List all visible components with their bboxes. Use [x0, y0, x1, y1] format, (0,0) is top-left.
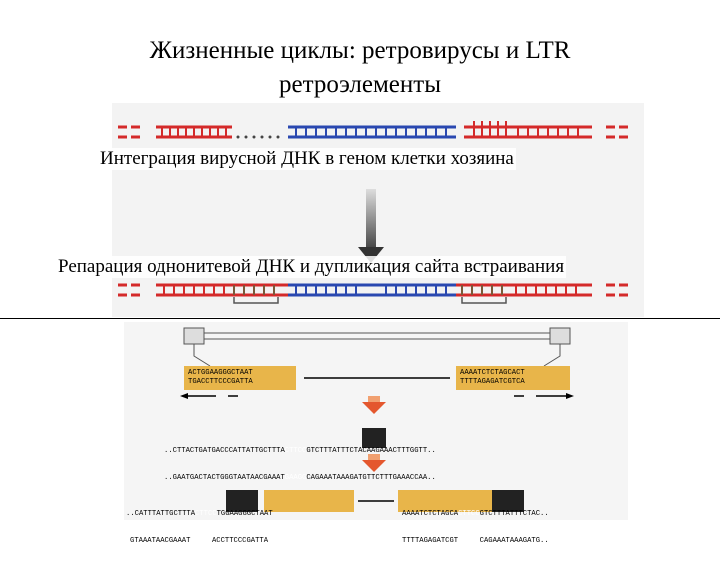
direction-arrows — [180, 377, 574, 399]
target-site-box — [362, 428, 386, 448]
final-site-right-box — [492, 490, 524, 512]
nick-dots-left — [236, 135, 280, 139]
host-dna-left-bottom — [118, 283, 288, 297]
final-ltr-left-box — [264, 490, 354, 512]
orange-arrow-1 — [362, 396, 386, 414]
viral-dna-bottom — [288, 283, 456, 297]
host-dna-left-top — [118, 125, 232, 139]
label-integration: Интеграция вирусной ДНК в геном клетки х… — [98, 148, 516, 170]
dna-bottom — [118, 283, 632, 304]
ltr-right-box — [456, 366, 570, 390]
title-line-1: Жизненные циклы: ретровирусы и LTR — [149, 37, 571, 64]
ltr-left-box — [184, 366, 296, 390]
slide-title: Жизненные циклы: ретровирусы и LTR ретро… — [60, 34, 660, 102]
final-site-left-box — [226, 490, 258, 512]
title-line-2: ретроэлементы — [279, 71, 441, 98]
host-dna-right-bottom — [456, 283, 632, 297]
down-arrow — [358, 189, 384, 263]
dna-top — [118, 121, 632, 139]
viral-ladder-top — [295, 127, 447, 137]
final-right-seq: AAAATCTCTAGCACTTCCGTCTTTATTTCTAC.. TTTTA… — [402, 510, 549, 545]
host-ladder-right-top — [473, 121, 579, 137]
final-left-seq: ..CATTTATTGCTTTACTTCCTGGAAGGGCTAAT GTAAA… — [126, 510, 273, 545]
integration-diagram — [112, 103, 644, 317]
provirus — [183, 327, 571, 367]
divider-line — [0, 318, 720, 319]
target-seq: ..CTTACTGATGACCCATTATTGCTTTACTTCCGTCTTTA… — [164, 447, 436, 482]
integration-svg — [118, 121, 632, 304]
final-ltr-right-box — [398, 490, 492, 512]
label-repair: Репарация однонитевой ДНК и дупликация с… — [56, 256, 567, 278]
orange-arrow-2 — [362, 454, 386, 472]
viral-dna-top — [288, 125, 456, 139]
host-ladder-left-top — [161, 127, 227, 137]
sequence-svg — [180, 327, 574, 512]
